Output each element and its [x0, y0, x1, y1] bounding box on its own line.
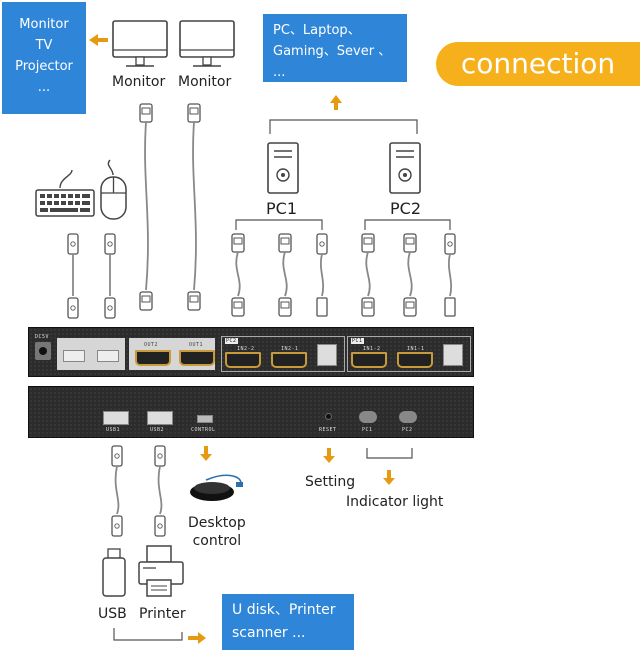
desktop-control-label: Desktop control — [188, 514, 246, 550]
in1-2-label: IN1-2 — [363, 346, 381, 352]
pc1-port-group — [347, 336, 471, 372]
hdmi-cable-out2 — [139, 103, 153, 311]
usb-cable-usb2 — [154, 445, 166, 537]
mouse-icon — [100, 159, 127, 220]
usb2-port — [147, 411, 173, 425]
hdmi-cable-out1 — [187, 103, 201, 311]
hdmi-port-in2-2 — [225, 352, 261, 368]
pc2-port-group — [221, 336, 345, 372]
indicator-bracket — [366, 448, 413, 459]
usb-b-port-pc2 — [317, 344, 337, 366]
arrow-right-icon — [188, 632, 206, 644]
arrow-left-icon — [89, 34, 108, 46]
pc1-select-button[interactable] — [359, 411, 377, 423]
usb-cable-mouse — [104, 233, 116, 319]
monitor-2-icon — [179, 20, 235, 67]
mouse-usb-port — [97, 350, 119, 362]
pc2-led-label: PC2 — [402, 427, 413, 433]
kvm-back-panel: DC5V OUT2 OUT1 PC2 IN2-2 IN2-1 PC1 IN1-2… — [28, 327, 474, 377]
arrow-down-icon — [323, 448, 335, 463]
usb-printer-bracket — [113, 628, 183, 641]
arrow-down-icon — [200, 446, 212, 461]
desktop-control-line: Desktop — [188, 515, 246, 531]
pc-box-line: ... — [273, 65, 286, 80]
reset-label: RESET — [319, 427, 337, 433]
pc-box-line: PC、Laptop、 — [273, 23, 361, 38]
pc-bracket-lines — [235, 219, 451, 230]
in2-2-label: IN2-2 — [237, 346, 255, 352]
kvm-front-panel: USB1 USB2 CONTROL RESET PC1 PC2 — [28, 386, 474, 438]
pc-source-box: PC、Laptop、 Gaming、Sever 、 ... — [263, 14, 407, 82]
hdmi-port-out1 — [179, 350, 215, 366]
monitor-box-line: Monitor — [19, 17, 69, 32]
reset-button[interactable] — [325, 413, 332, 420]
hdmi-port-in2-1 — [271, 352, 307, 368]
in1-1-label: IN1-1 — [407, 346, 425, 352]
monitor-1-label: Monitor — [112, 74, 166, 90]
hdmi-port-in1-2 — [351, 352, 387, 368]
pc1-group-label: PC1 — [351, 338, 364, 344]
keyboard-icon — [35, 169, 95, 217]
pc1-led-label: PC1 — [362, 427, 373, 433]
in2-1-label: IN2-1 — [281, 346, 299, 352]
pc-bracket — [269, 119, 418, 134]
out1-label: OUT1 — [189, 342, 204, 348]
keyboard-usb-port — [63, 350, 85, 362]
usb-cable-keyboard — [67, 233, 79, 319]
monitor-box-line: TV — [35, 38, 53, 53]
arrow-up-icon — [330, 95, 342, 110]
pc2-label: PC2 — [390, 199, 421, 218]
usb-b-port-pc1 — [443, 344, 463, 366]
pc1-tower-icon — [267, 142, 299, 194]
dc-label: DC5V — [35, 334, 50, 340]
monitor-box-line: ... — [37, 80, 51, 95]
usb2-label: USB2 — [150, 427, 165, 433]
usb-box-line: scanner ... — [232, 625, 306, 641]
out2-label: OUT2 — [144, 342, 159, 348]
monitor-output-box: Monitor TV Projector ... — [2, 2, 86, 114]
usb1-port — [103, 411, 129, 425]
monitor-1-icon — [112, 20, 168, 67]
pc1-cables — [231, 233, 328, 317]
usb-stick-icon — [102, 548, 126, 597]
pc2-cables — [361, 233, 456, 317]
pc2-tower-icon — [389, 142, 421, 194]
control-port — [197, 415, 213, 423]
desktop-control-icon — [190, 474, 243, 501]
dc-port — [35, 342, 51, 360]
printer-icon — [138, 545, 184, 597]
connection-badge: connection — [436, 42, 640, 86]
usb-label: USB — [98, 606, 127, 622]
usb-cable-usb1 — [111, 445, 123, 537]
hdmi-port-in1-1 — [397, 352, 433, 368]
monitor-2-label: Monitor — [178, 74, 232, 90]
indicator-light-label: Indicator light — [346, 494, 444, 510]
arrow-down-icon — [383, 470, 395, 485]
pc1-label: PC1 — [266, 199, 297, 218]
usb-box-line: U disk、Printer — [232, 602, 336, 618]
pc-box-line: Gaming、Sever 、 — [273, 44, 392, 59]
usb-devices-box: U disk、Printer scanner ... — [222, 594, 354, 650]
usb1-label: USB1 — [106, 427, 121, 433]
desktop-control-line: control — [192, 533, 242, 549]
control-label: CONTROL — [191, 427, 216, 433]
dc-jack-icon — [39, 347, 47, 355]
printer-label: Printer — [139, 606, 186, 622]
monitor-box-line: Projector — [15, 59, 73, 74]
pc2-select-button[interactable] — [399, 411, 417, 423]
pc2-group-label: PC2 — [225, 338, 238, 344]
hdmi-port-out2 — [135, 350, 171, 366]
setting-label: Setting — [305, 474, 356, 490]
